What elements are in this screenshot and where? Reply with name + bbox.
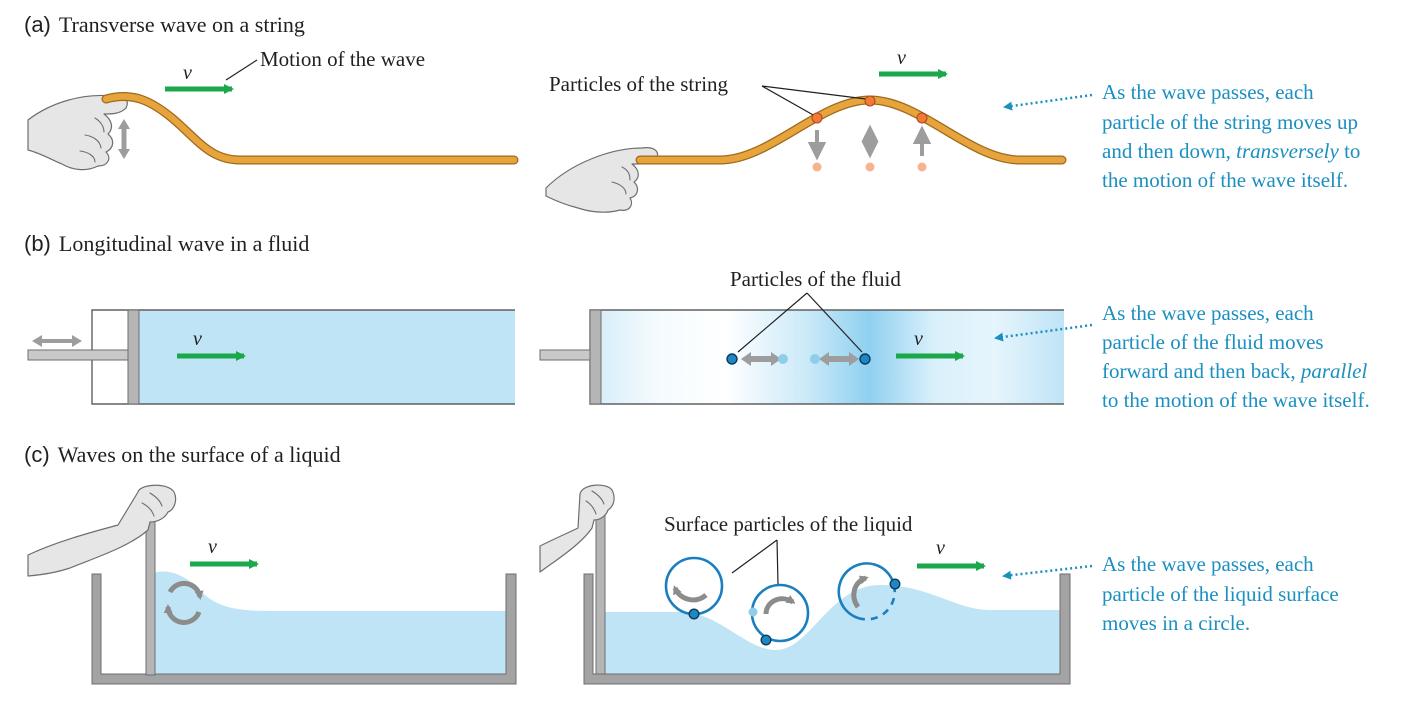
hand-icon	[539, 484, 615, 573]
particle-ghost	[917, 162, 927, 172]
circular-arrow-icon	[163, 580, 204, 625]
particle	[811, 112, 823, 124]
panel-a: (a)Transverse wave on a string v Motion …	[24, 12, 1366, 213]
paddle	[595, 499, 606, 675]
hand-icon	[545, 147, 659, 213]
particle	[889, 578, 901, 590]
orbit-circle	[837, 562, 896, 620]
panel-b-note: As the wave passes, each particle of the…	[1102, 301, 1373, 412]
liquid	[600, 585, 1060, 674]
tank	[91, 573, 517, 685]
circular-arrow-icon	[672, 585, 708, 603]
double-arrow-icon	[118, 119, 130, 159]
panel-a-title: (a)Transverse wave on a string	[24, 12, 305, 37]
panel-c-note: As the wave passes, each particle of the…	[1102, 552, 1344, 635]
panel-c: (c)Waves on the surface of a liquid v Su…	[24, 442, 1344, 685]
velocity-label: v	[208, 536, 217, 558]
particles-label: Particles of the string	[549, 72, 729, 96]
panel-c-title: (c)Waves on the surface of a liquid	[24, 442, 341, 467]
dotted-pointer-arrow-icon	[1003, 93, 1093, 111]
string	[635, 95, 1067, 165]
particle-ghost	[748, 607, 758, 617]
hand-icon	[27, 484, 177, 577]
dotted-pointer-arrow-icon	[994, 323, 1093, 342]
particle	[864, 95, 876, 107]
particle-ghost	[810, 354, 820, 364]
liquid	[150, 571, 506, 674]
fluid-particles	[726, 352, 871, 366]
piston	[589, 309, 602, 405]
motion-label: Motion of the wave	[260, 47, 425, 71]
particle-ghost	[865, 162, 875, 172]
double-arrow-icon	[32, 335, 82, 347]
up-arrow-icon	[912, 125, 932, 156]
piston-rod	[27, 349, 129, 361]
panel-b: (b)Longitudinal wave in a fluid v Partic…	[24, 231, 1373, 412]
particle	[688, 608, 700, 620]
double-arrow-icon	[861, 124, 879, 159]
circular-arrow-icon	[851, 575, 869, 609]
panel-a-note: As the wave passes, each particle of the…	[1102, 80, 1366, 192]
particle-ghost	[778, 354, 788, 364]
piston	[127, 309, 140, 405]
hand-icon	[27, 94, 128, 171]
string-particles	[807, 95, 932, 172]
particles-label: Particles of the fluid	[730, 267, 901, 291]
dotted-pointer-arrow-icon	[1002, 564, 1093, 580]
tank	[583, 573, 1071, 685]
velocity-label: v	[193, 328, 202, 350]
particle	[859, 353, 871, 365]
velocity-label: v	[183, 62, 192, 84]
velocity-label: v	[897, 47, 906, 69]
particle-ghost	[812, 162, 822, 172]
double-arrow-icon	[819, 352, 859, 366]
particles-label: Surface particles of the liquid	[664, 512, 913, 536]
down-arrow-icon	[807, 130, 827, 161]
velocity-label: v	[914, 328, 923, 350]
orbit-circle	[750, 583, 810, 643]
piston-rod	[539, 349, 591, 361]
particle	[916, 112, 928, 124]
panel-b-title: (b)Longitudinal wave in a fluid	[24, 231, 309, 256]
velocity-label: v	[936, 537, 945, 559]
string	[101, 92, 519, 165]
surface-particles	[664, 556, 901, 646]
orbit-circle	[664, 556, 724, 616]
circular-arrow-icon	[763, 595, 796, 615]
particle	[760, 634, 772, 646]
double-arrow-icon	[741, 352, 781, 366]
particle	[726, 353, 738, 365]
